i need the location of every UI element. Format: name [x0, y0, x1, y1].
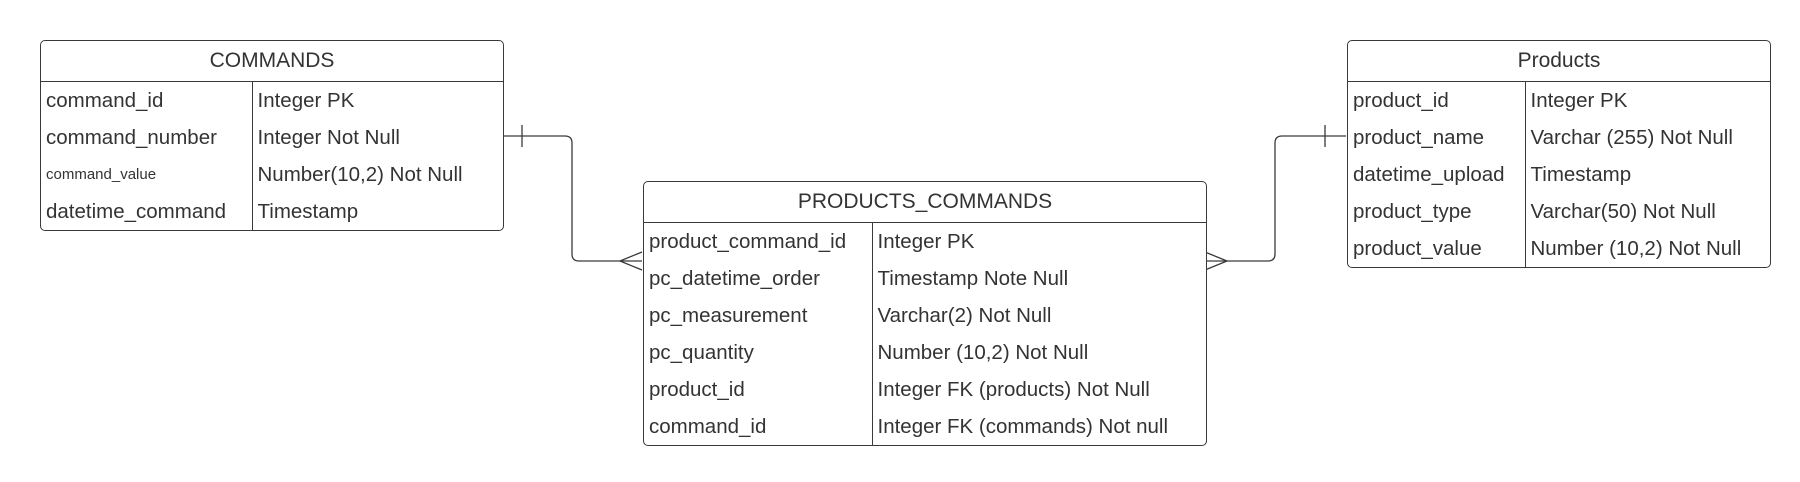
- field-type: Varchar(2) Not Null: [877, 303, 1052, 327]
- table-row: product_name Varchar (255) Not Null: [1348, 119, 1770, 156]
- field-type: Number (10,2) Not Null: [1530, 236, 1742, 260]
- table-row: pc_quantity Number (10,2) Not Null: [644, 334, 1206, 371]
- table-row: product_type Varchar(50) Not Null: [1348, 193, 1770, 230]
- entity-fields-table: product_id Integer PK product_name Varch…: [1348, 82, 1770, 267]
- table-row: product_id Integer PK: [1348, 82, 1770, 119]
- field-type: Integer FK (commands) Not null: [877, 414, 1169, 438]
- field-name: pc_measurement: [644, 297, 873, 334]
- entity-fields-table: product_command_id Integer PK pc_datetim…: [644, 223, 1206, 445]
- crowfoot-bottom-products: [1204, 260, 1228, 271]
- field-type: Integer Not Null: [257, 125, 400, 149]
- connector-line-commands: [503, 135, 642, 262]
- table-row: product_id Integer FK (products) Not Nul…: [644, 371, 1206, 408]
- field-name: datetime_upload: [1348, 156, 1526, 193]
- field-type: Timestamp Note Null: [877, 266, 1069, 290]
- table-row: command_id Integer FK (commands) Not nul…: [644, 408, 1206, 445]
- entity-title: Products: [1348, 41, 1770, 82]
- crowfoot-top-products: [1204, 251, 1228, 262]
- relationship-commands-products-commands: [503, 125, 643, 271]
- field-type: Timestamp: [1530, 162, 1632, 186]
- table-row: datetime_command Timestamp: [41, 193, 503, 230]
- crowfoot-top-commands: [619, 251, 643, 262]
- field-name: product_type: [1348, 193, 1526, 230]
- field-name: command_number: [41, 119, 253, 156]
- field-name: command_id: [644, 408, 873, 445]
- field-name: product_id: [1348, 82, 1526, 119]
- table-row: datetime_upload Timestamp: [1348, 156, 1770, 193]
- relationship-products-products-commands: [1204, 125, 1346, 271]
- table-row: command_id Integer PK: [41, 82, 503, 119]
- field-type: Varchar (255) Not Null: [1530, 125, 1733, 149]
- field-name: product_name: [1348, 119, 1526, 156]
- field-type: Varchar(50) Not Null: [1530, 199, 1716, 223]
- crowfoot-bottom-commands: [619, 260, 643, 271]
- connector-line-products: [1205, 135, 1346, 262]
- table-row: command_value Number(10,2) Not Null: [41, 156, 503, 193]
- field-type: Timestamp: [257, 199, 359, 223]
- field-type: Integer PK: [257, 88, 355, 112]
- entity-title: COMMANDS: [41, 41, 503, 82]
- field-type: Integer FK (products) Not Null: [877, 377, 1150, 401]
- field-type: Integer PK: [877, 229, 975, 253]
- field-name: product_value: [1348, 230, 1526, 267]
- field-name: product_id: [644, 371, 873, 408]
- field-name: pc_quantity: [644, 334, 873, 371]
- entity-products-commands: PRODUCTS_COMMANDS product_command_id Int…: [643, 181, 1207, 446]
- table-row: product_value Number (10,2) Not Null: [1348, 230, 1770, 267]
- field-name: command_value: [41, 156, 253, 193]
- field-name: product_command_id: [644, 223, 873, 260]
- field-name: pc_datetime_order: [644, 260, 873, 297]
- table-row: pc_measurement Varchar(2) Not Null: [644, 297, 1206, 334]
- table-row: pc_datetime_order Timestamp Note Null: [644, 260, 1206, 297]
- entity-fields-table: command_id Integer PK command_number Int…: [41, 82, 503, 230]
- field-type: Integer PK: [1530, 88, 1628, 112]
- field-type: Number (10,2) Not Null: [877, 340, 1089, 364]
- entity-commands: COMMANDS command_id Integer PK command_n…: [40, 40, 504, 231]
- table-row: product_command_id Integer PK: [644, 223, 1206, 260]
- field-type: Number(10,2) Not Null: [257, 162, 463, 186]
- table-row: command_number Integer Not Null: [41, 119, 503, 156]
- entity-title: PRODUCTS_COMMANDS: [644, 182, 1206, 223]
- field-name: datetime_command: [41, 193, 253, 230]
- field-name: command_id: [41, 82, 253, 119]
- entity-products: Products product_id Integer PK product_n…: [1347, 40, 1771, 268]
